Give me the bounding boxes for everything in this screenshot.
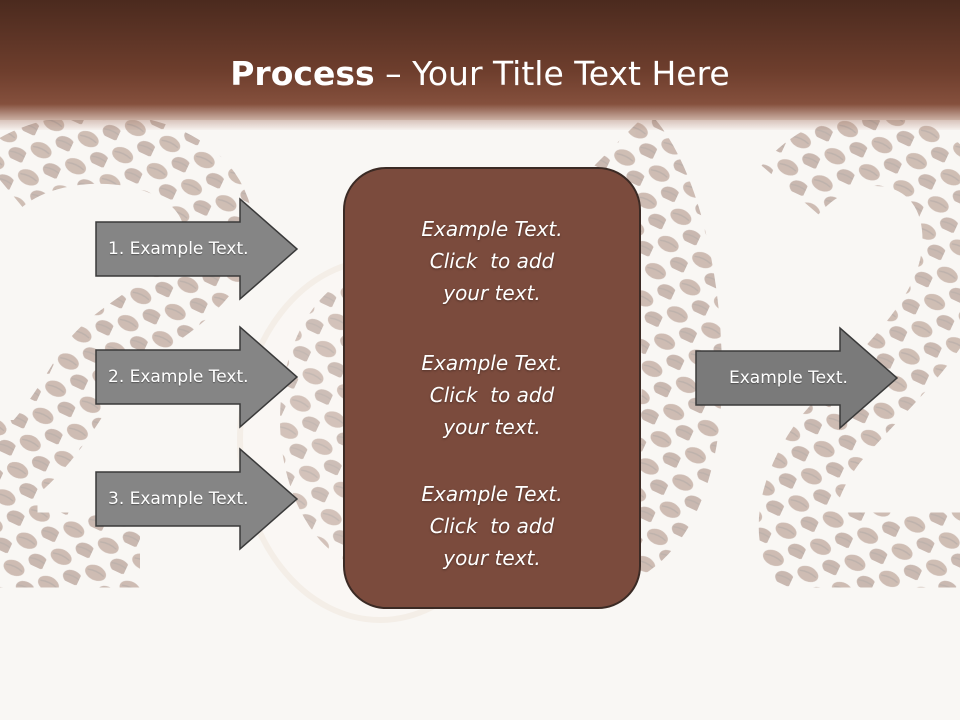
input-arrow-label-2: 2. Example Text. [108, 367, 249, 387]
input-arrow-label-1: 1. Example Text. [108, 239, 249, 259]
output-arrow-label: Example Text. [729, 368, 848, 388]
input-arrows [95, 197, 299, 551]
output-arrow-group [695, 326, 899, 430]
input-arrow-2[interactable] [95, 325, 299, 429]
center-paragraph-line: your text. [443, 546, 541, 570]
center-paragraph-3[interactable]: Example Text. Click to add your text. [346, 478, 638, 574]
center-paragraph-line: Example Text. [421, 217, 563, 241]
center-paragraph-line: Click to add [429, 383, 555, 407]
center-paragraph-2[interactable]: Example Text. Click to add your text. [346, 347, 638, 443]
center-paragraph-line: your text. [443, 281, 541, 305]
slide-title[interactable]: Process – Your Title Text Here [0, 52, 960, 96]
input-arrow-3[interactable] [95, 447, 299, 551]
title-rest: – Your Title Text Here [374, 54, 730, 93]
center-paragraph-line: Click to add [429, 514, 555, 538]
center-paragraph-line: Click to add [429, 249, 555, 273]
title-banner [0, 0, 960, 130]
center-paragraph-line: Example Text. [421, 482, 563, 506]
input-arrow-label-3: 3. Example Text. [108, 489, 249, 509]
center-paragraph-line: Example Text. [421, 351, 563, 375]
center-box[interactable] [343, 167, 641, 609]
center-paragraph-line: your text. [443, 415, 541, 439]
title-bold: Process [230, 54, 375, 93]
input-arrow-1[interactable] [95, 197, 299, 301]
output-arrow[interactable] [695, 326, 899, 430]
center-paragraph-1[interactable]: Example Text. Click to add your text. [346, 213, 638, 309]
